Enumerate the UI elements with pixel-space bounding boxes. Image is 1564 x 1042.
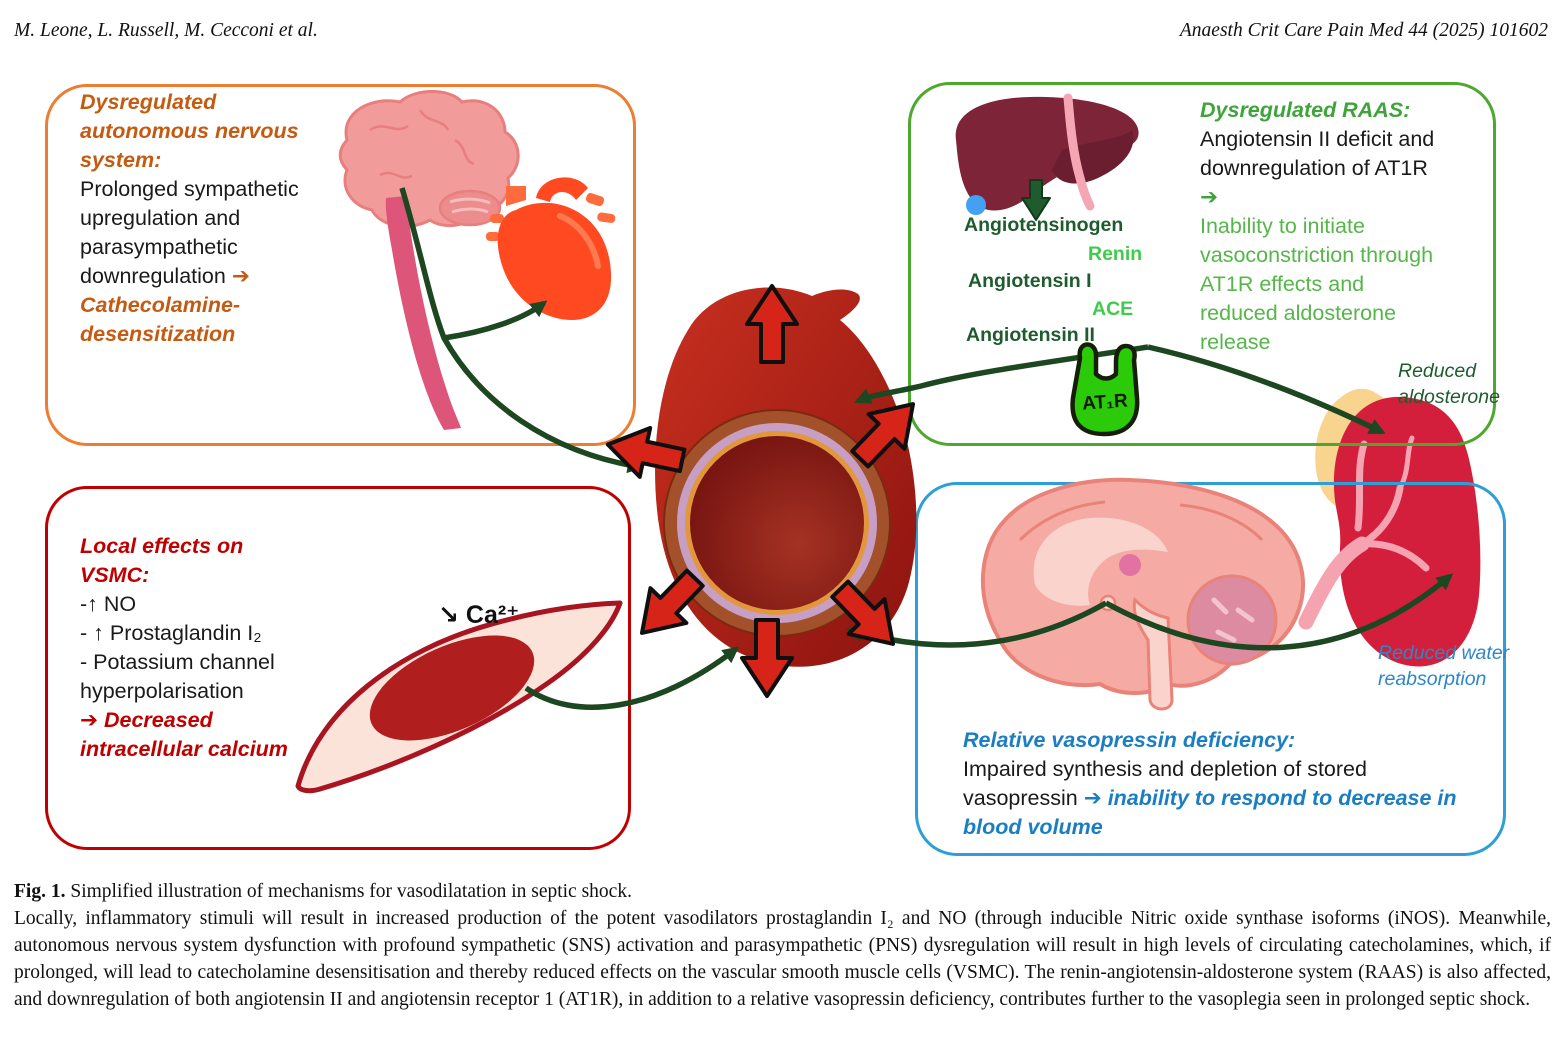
calcium-label: ↘ Ca²⁺	[438, 601, 520, 629]
label-angiotensinogen: Angiotensinogen	[964, 214, 1124, 236]
header-journal: Anaesth Crit Care Pain Med 44 (2025) 101…	[1179, 20, 1548, 41]
figure-caption: Fig. 1. Simplified illustration of mecha…	[14, 878, 1551, 1013]
label-at1r: AT₁R	[1081, 390, 1129, 415]
vasopressin-arrow-icon: ➔	[1083, 786, 1102, 810]
vsmc-item-no: -↑ NO	[80, 592, 137, 616]
raas-emphasis: Inability to initiate vasoconstriction t…	[1200, 214, 1434, 354]
vsmc-arrow-icon: ➔	[80, 708, 99, 732]
vsmc-emphasis: Decreased intracellular calcium	[80, 708, 288, 761]
header-authors: M. Leone, L. Russell, M. Cecconi et al.	[14, 20, 318, 41]
caption-body: Locally, inflammatory stimuli will resul…	[14, 908, 1551, 1010]
water-reabsorption-note: Reduced water reabsorption	[1378, 642, 1510, 690]
label-angiotensin-i: Angiotensin I	[968, 270, 1092, 292]
dilate-arrow-down	[740, 618, 794, 698]
raas-box-outline	[908, 82, 1496, 446]
caption-title-line: Fig. 1. Simplified illustration of mecha…	[14, 878, 1551, 905]
raas-text-block: Dysregulated RAAS: Angiotensin II defici…	[1200, 96, 1462, 357]
raas-heading: Dysregulated RAAS:	[1200, 98, 1411, 122]
raas-body: Angiotensin II deficit and downregulatio…	[1200, 127, 1435, 180]
dilate-arrow-up	[745, 284, 799, 364]
label-renin: Renin	[1088, 243, 1143, 265]
vsmc-text-block: Local effects on VSMC: -↑ NO - ↑ Prostag…	[80, 532, 312, 764]
vasopressin-heading: Relative vasopressin deficiency:	[963, 728, 1296, 752]
blood-vessel-illustration	[655, 287, 917, 667]
raas-arrow-icon: ➔	[1200, 185, 1219, 209]
caption-label: Fig. 1.	[14, 881, 66, 902]
label-ace: ACE	[1092, 298, 1134, 320]
label-angiotensin-ii: Angiotensin II	[966, 324, 1095, 346]
vasopressin-body: Impaired synthesis and depletion of stor…	[963, 757, 1367, 810]
vasopressin-text-block: Relative vasopressin deficiency: Impaire…	[963, 726, 1485, 842]
ans-arrow-icon: ➔	[231, 264, 250, 288]
vsmc-heading: Local effects on VSMC:	[80, 534, 244, 587]
ans-body: Prolonged sympathetic upregulation and p…	[80, 177, 299, 288]
dilate-arrow-lower-right	[820, 569, 913, 664]
vsmc-item-prostaglandin: - ↑ Prostaglandin I₂	[80, 621, 262, 645]
vasopressin-emphasis: inability to respond to decrease in bloo…	[963, 786, 1457, 839]
aldosterone-note: Reduced aldosterone	[1398, 360, 1500, 408]
caption-title: Simplified illustration of mechanisms fo…	[65, 881, 632, 902]
vsmc-item-potassium: - Potassium channel hyperpolarisation	[80, 650, 275, 703]
vasodilatation-arrows	[600, 284, 933, 698]
ans-emphasis: Cathecolamine-desensitization	[80, 293, 241, 346]
ans-text-block: Dysregulated autonomous nervous system: …	[80, 88, 336, 349]
ans-heading: Dysregulated autonomous nervous system:	[80, 90, 299, 172]
dilate-arrow-lower-left	[622, 558, 715, 653]
